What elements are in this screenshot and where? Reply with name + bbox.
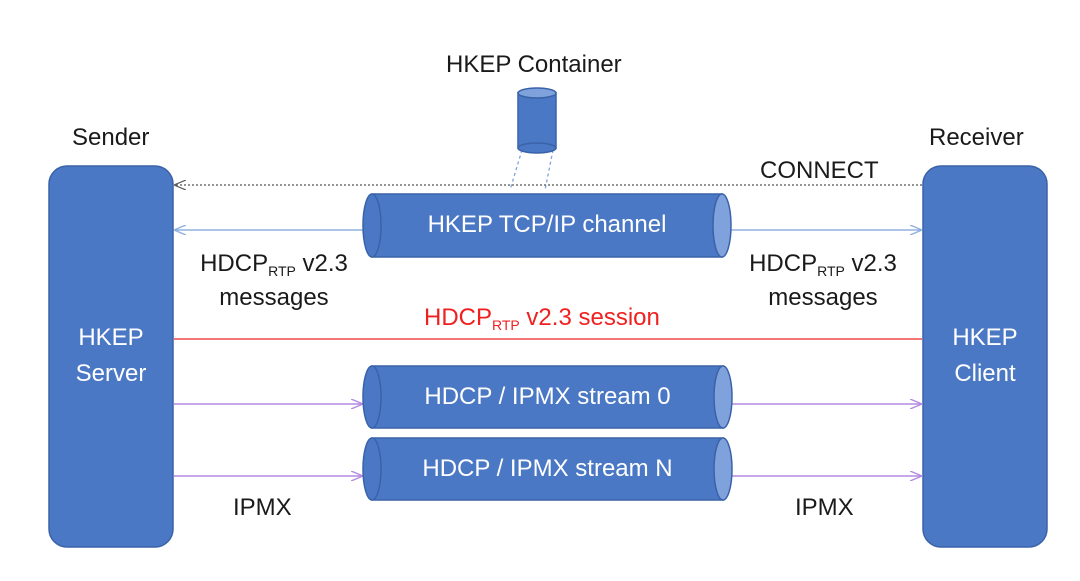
hkep-client-line1: HKEP [952,324,1018,351]
left-hdcp-version: HDCPRTP v2.3 [200,250,348,279]
left-hdcp-messages-label: HDCPRTP v2.3 messages [184,250,364,312]
connect-label: CONNECT [760,157,879,184]
hdcp-session-label: HDCPRTP v2.3 session [424,304,660,333]
container-link-left [509,149,523,191]
right-hdcp-version: HDCPRTP v2.3 [749,250,897,279]
sender-label: Sender [72,124,150,151]
stream0-label: HDCP / IPMX stream 0 [424,383,671,410]
hkep-client-line2: Client [954,360,1016,387]
hkep-server-block [48,165,174,548]
hkep-container-cylinder [517,87,557,154]
hkep-server-line2: Server [75,360,147,387]
ipmx-left-label: IPMX [233,494,292,521]
left-messages-text: messages [219,284,329,311]
hkep-client-label: HKEP Client [923,320,1047,392]
streamN-label: HDCP / IPMX stream N [422,455,673,482]
tcp-ip-channel-label: HKEP TCP/IP channel [427,211,667,238]
receiver-label: Receiver [929,124,1024,151]
right-messages-text: messages [768,284,878,311]
hkep-client-block [922,165,1048,548]
streamN-pipe [362,437,733,501]
hkep-server-line1: HKEP [78,324,144,351]
right-hdcp-messages-label: HDCPRTP v2.3 messages [733,250,913,312]
container-link-right [544,149,554,191]
tcp-ip-channel-pipe [362,193,732,258]
hkep-server-label: HKEP Server [49,320,173,392]
stream0-pipe [362,365,733,429]
hkep-container-label: HKEP Container [446,51,622,78]
ipmx-right-label: IPMX [795,494,854,521]
